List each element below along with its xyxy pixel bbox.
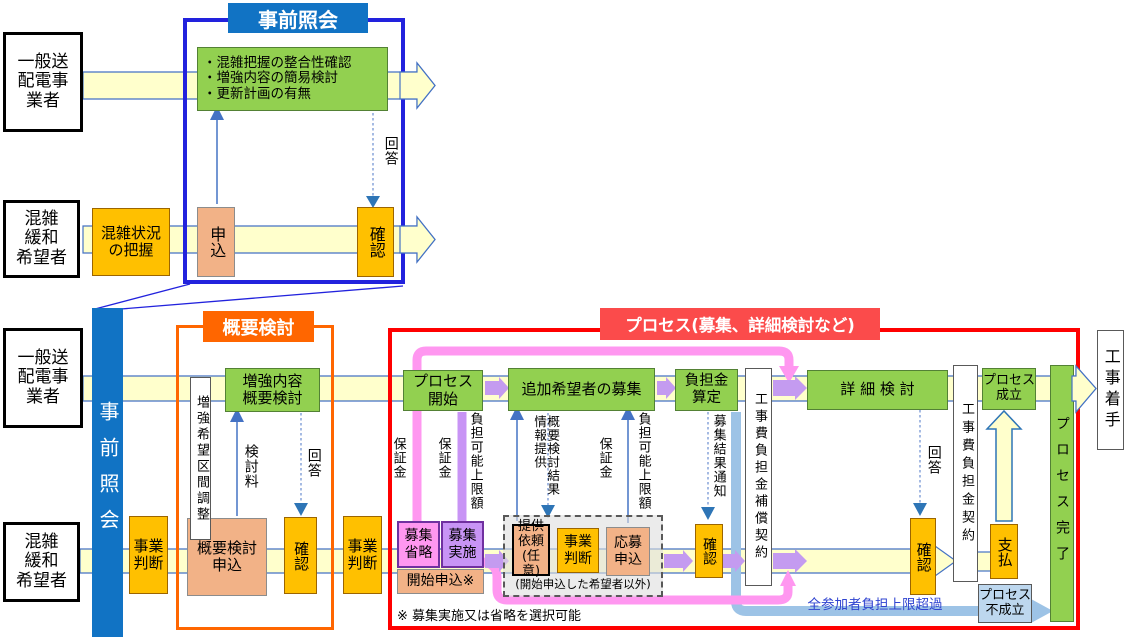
burden-limit-label-1: 負担可能上限額 <box>467 412 483 510</box>
deposit-label-skip: 保証金 <box>390 437 406 479</box>
result-notice-arrowhead <box>701 507 715 520</box>
result-notice-label: 募集結果通知 <box>710 414 726 498</box>
confirm-box-top: 確認 <box>357 207 394 277</box>
process-title: プロセス(募集、詳細検討など) <box>600 308 880 340</box>
over-limit-arrowhead <box>1031 599 1053 623</box>
deposit-label-execute: 保証金 <box>435 437 451 479</box>
start-apply-box: 開始申込※ <box>397 569 484 594</box>
overview-answer-arrowhead <box>294 503 308 516</box>
arrow-group-to-confirm <box>664 550 693 572</box>
burden-calc-box: 負担金 算定 <box>675 369 738 411</box>
zoom-line-right <box>120 285 404 310</box>
skip-route-top-arrowhead <box>779 366 799 383</box>
recruit-confirm-box: 確認 <box>695 524 723 578</box>
actor-applicant-top: 混雑 緩和 希望者 <box>3 200 80 278</box>
deposit-label-apply2: 保証金 <box>596 437 612 479</box>
apply2-up-arrowhead <box>621 406 635 420</box>
arrow-start-to-recruit <box>485 377 509 399</box>
study-fee-label: 検討料 <box>242 444 259 489</box>
business-decision-3: 事業 判断 <box>557 528 599 573</box>
skip-route-top-path <box>412 346 794 523</box>
group-caption: (開始申込した希望者以外) <box>515 576 651 591</box>
burden-limit-label-2: 負担可能上限額 <box>635 412 651 510</box>
detail-confirm-box: 確認 <box>910 518 936 595</box>
top-answer-arrowhead <box>366 196 380 208</box>
grasp-congestion-box: 混雑状況 の把握 <box>92 208 170 276</box>
overview-study-box: 増強内容 概要検討 <box>225 368 320 412</box>
answer-label-top: 回答 <box>382 136 399 166</box>
recruit-note: ※ 募集実施又は省略を選択可能 <box>397 609 582 624</box>
recruit-additional-box: 追加希望者の募集 <box>508 368 655 411</box>
info-provide-arrowhead <box>541 505 555 518</box>
construction-start-box: 工事着手 <box>1097 330 1124 450</box>
zoom-line-left <box>94 283 191 310</box>
process-completed-bar: プロセス完了 <box>1050 365 1074 622</box>
business-decision-1: 事業 判断 <box>129 516 168 594</box>
skip-route-bottom-arrowhead <box>780 570 796 586</box>
review-items-box: ・混雑把握の整合性確認 ・増強内容の簡易検討 ・更新計画の有無 <box>197 47 388 111</box>
business-decision-2: 事業 判断 <box>343 516 382 594</box>
process-established-box: プロセス 成立 <box>982 368 1036 410</box>
recruit-skip-box: 募集 省略 <box>397 521 440 568</box>
apply-to-review-arrowhead <box>210 106 224 120</box>
arrow-into-detail-study <box>773 376 807 400</box>
detail-answer-arrowhead <box>913 503 927 516</box>
arrow-recruit-to-calc <box>657 377 676 399</box>
process-failed-box: プロセス 不成立 <box>978 584 1032 623</box>
pay-to-established-arrow <box>985 409 1023 522</box>
interval-adjust-box: 増強希望区間調整 <box>190 377 211 540</box>
overview-title: 概要検討 <box>203 311 314 342</box>
info-provide-label: 概要検討結果 情報提供 <box>532 415 561 496</box>
detail-study-box: 詳 細 検 討 <box>807 370 948 410</box>
apply-recruit-box: 応募 申込 <box>606 527 650 576</box>
request-up-arrowhead <box>510 406 524 420</box>
actor-utility-top: 一般送 配電事 業者 <box>3 32 83 132</box>
prior-inquiry-bar: 事前照会 <box>92 308 123 637</box>
payment-box: 支払 <box>990 524 1018 579</box>
overview-confirm-box: 確認 <box>284 517 317 594</box>
prior-inquiry-title: 事前照会 <box>228 3 368 33</box>
arrow-confirm-to-compensation <box>723 550 745 572</box>
overview-answer-label: 回答 <box>305 448 322 478</box>
recruit-execute-box: 募集 実施 <box>441 521 484 568</box>
process-start-box: プロセス 開始 <box>403 370 483 411</box>
apply-box-top: 申込 <box>197 207 235 277</box>
provide-request-box: 提供 依頼 (任意) <box>512 519 550 579</box>
arrow-after-compensation <box>773 549 807 573</box>
over-limit-label: 全参加者負担上限超過 <box>807 596 943 613</box>
compensation-contract-box: 工事費負担金補償契約 <box>745 368 772 586</box>
burden-contract-box: 工事費負担金契約 <box>953 365 978 582</box>
actor-utility-main: 一般送 配電事 業者 <box>3 328 83 428</box>
actor-applicant-main: 混雑 緩和 希望者 <box>3 522 80 602</box>
detail-answer-label: 回答 <box>925 445 942 475</box>
fee-arrowhead <box>230 408 244 422</box>
